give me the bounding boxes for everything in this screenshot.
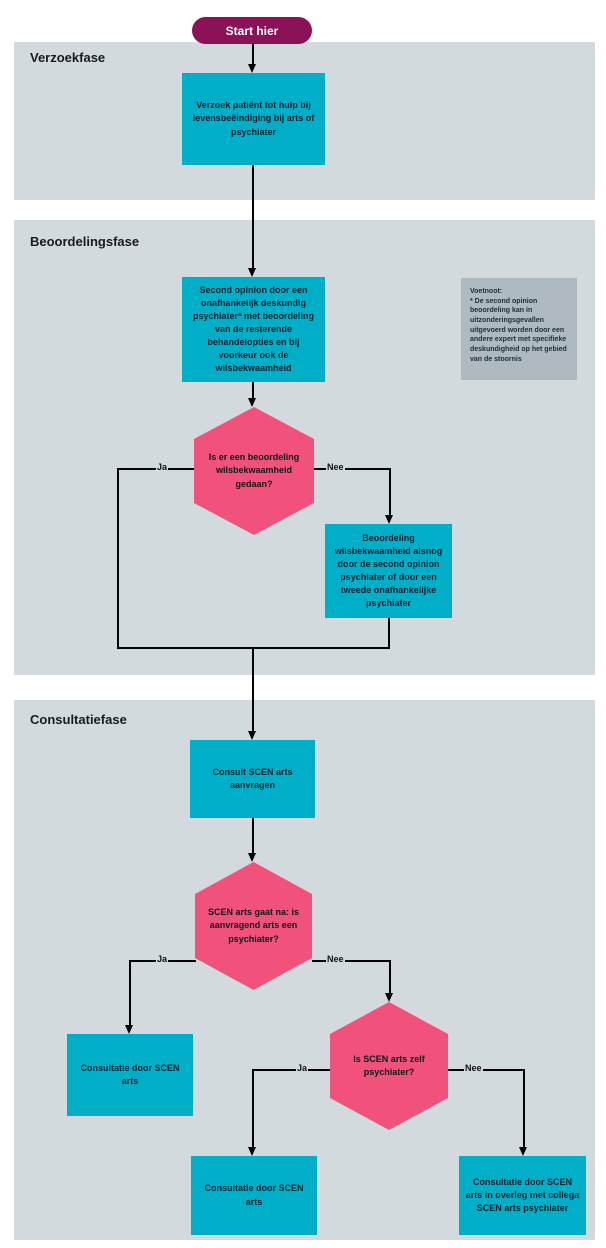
- connector-decision3-nee-vertical: [523, 1069, 525, 1149]
- arrowhead-into-consultatie-overleg: [519, 1147, 527, 1156]
- node-verzoek-patient: Verzoek patiënt tot hulp bij levensbeëin…: [182, 73, 325, 165]
- node-consult-scen-aanvragen-label: Consult SCEN arts aanvragen: [212, 766, 293, 790]
- connector-decision2-ja-vertical: [129, 960, 131, 1027]
- node-verzoek-patient-label: Verzoek patiënt tot hulp bij levensbeëin…: [192, 100, 315, 137]
- arrowhead-into-consultatie-links: [125, 1025, 133, 1034]
- node-beoordeling-alsnog: Beoordeling wilsbekwaamheid alsnog door …: [325, 524, 452, 618]
- node-consultatie-scen-links: Consultatie door SCEN arts: [67, 1034, 193, 1116]
- arrowhead-into-decision3: [385, 993, 393, 1002]
- connector-decision3-ja-horizontal: [253, 1069, 331, 1071]
- phase-label-consultatiefase: Consultatiefase: [30, 712, 127, 727]
- phase-label-beoordelingsfase: Beoordelingsfase: [30, 234, 140, 249]
- connector-decision2-nee-horizontal: [312, 960, 390, 962]
- node-second-opinion-label: Second opinion door een onafhankelijk de…: [192, 284, 315, 374]
- connector-beoordeling-alsnog-down: [388, 618, 390, 649]
- connector-decision1-nee-vertical: [389, 468, 391, 517]
- branch-label-ja-decision1: Ja: [156, 462, 169, 473]
- connector-merge-to-consult: [252, 647, 254, 733]
- connector-consult-to-decision2: [252, 818, 254, 855]
- arrowhead-into-consult-aanvragen: [248, 731, 256, 740]
- decision-scen-zelf-psychiater-label: Is SCEN arts zelf psychiater?: [353, 1053, 425, 1078]
- branch-label-nee-decision1: Nee: [326, 462, 345, 473]
- connector-secondopinion-to-decision1: [252, 382, 254, 400]
- start-pill: Start hier: [192, 17, 312, 44]
- connector-decision3-nee-horizontal: [448, 1069, 524, 1071]
- node-second-opinion: Second opinion door een onafhankelijk de…: [182, 277, 325, 382]
- arrowhead-into-decision1: [248, 398, 256, 407]
- node-consultatie-scen-links-label: Consultatie door SCEN arts: [80, 1062, 180, 1086]
- node-consultatie-overleg: Consultatie door SCEN arts in overleg me…: [459, 1156, 586, 1235]
- footnote-title: Voetnoot:: [470, 288, 503, 295]
- arrowhead-into-decision2: [248, 853, 256, 862]
- phase-label-verzoekfase: Verzoekfase: [30, 50, 106, 65]
- node-consultatie-overleg-label: Consultatie door SCEN arts in overleg me…: [465, 1176, 580, 1214]
- arrowhead-into-consultatie-midden: [248, 1147, 256, 1156]
- decision-wilsbekwaamheid-gedaan-label: Is er een beoordeling wilsbekwaamheid ge…: [208, 451, 300, 489]
- branch-label-nee-decision3: Nee: [464, 1063, 483, 1074]
- start-pill-label: Start hier: [225, 23, 279, 38]
- arrowhead-into-beoordeling-alsnog: [385, 515, 393, 524]
- branch-label-nee-decision2: Nee: [326, 954, 345, 965]
- connector-verzoek-to-secondopinion: [252, 165, 254, 271]
- branch-label-ja-decision2: Ja: [156, 954, 169, 965]
- node-consultatie-scen-midden-label: Consultatie door SCEN arts: [204, 1183, 304, 1207]
- node-consultatie-scen-midden: Consultatie door SCEN arts: [191, 1156, 317, 1235]
- arrowhead-into-verzoek: [248, 64, 256, 73]
- node-beoordeling-alsnog-label: Beoordeling wilsbekwaamheid alsnog door …: [334, 532, 443, 609]
- connector-start-to-verzoek: [252, 44, 254, 66]
- connector-decision1-nee-horizontal: [314, 468, 390, 470]
- decision-aanvragend-arts-psychiater-label: SCEN arts gaat na: is aanvragend arts ee…: [207, 906, 300, 944]
- connector-decision2-nee-vertical: [389, 960, 391, 995]
- arrowhead-into-secondopinion: [248, 268, 256, 277]
- connector-merge-horizontal: [117, 647, 390, 649]
- node-consult-scen-aanvragen: Consult SCEN arts aanvragen: [190, 740, 315, 818]
- connector-decision3-ja-vertical: [252, 1069, 254, 1149]
- connector-decision1-ja-vertical: [117, 468, 119, 649]
- footnote-box: Voetnoot: * De second opinion beoordelin…: [461, 278, 577, 380]
- branch-label-ja-decision3: Ja: [296, 1063, 309, 1074]
- footnote-body: * De second opinion beoordeling kan in u…: [470, 297, 567, 363]
